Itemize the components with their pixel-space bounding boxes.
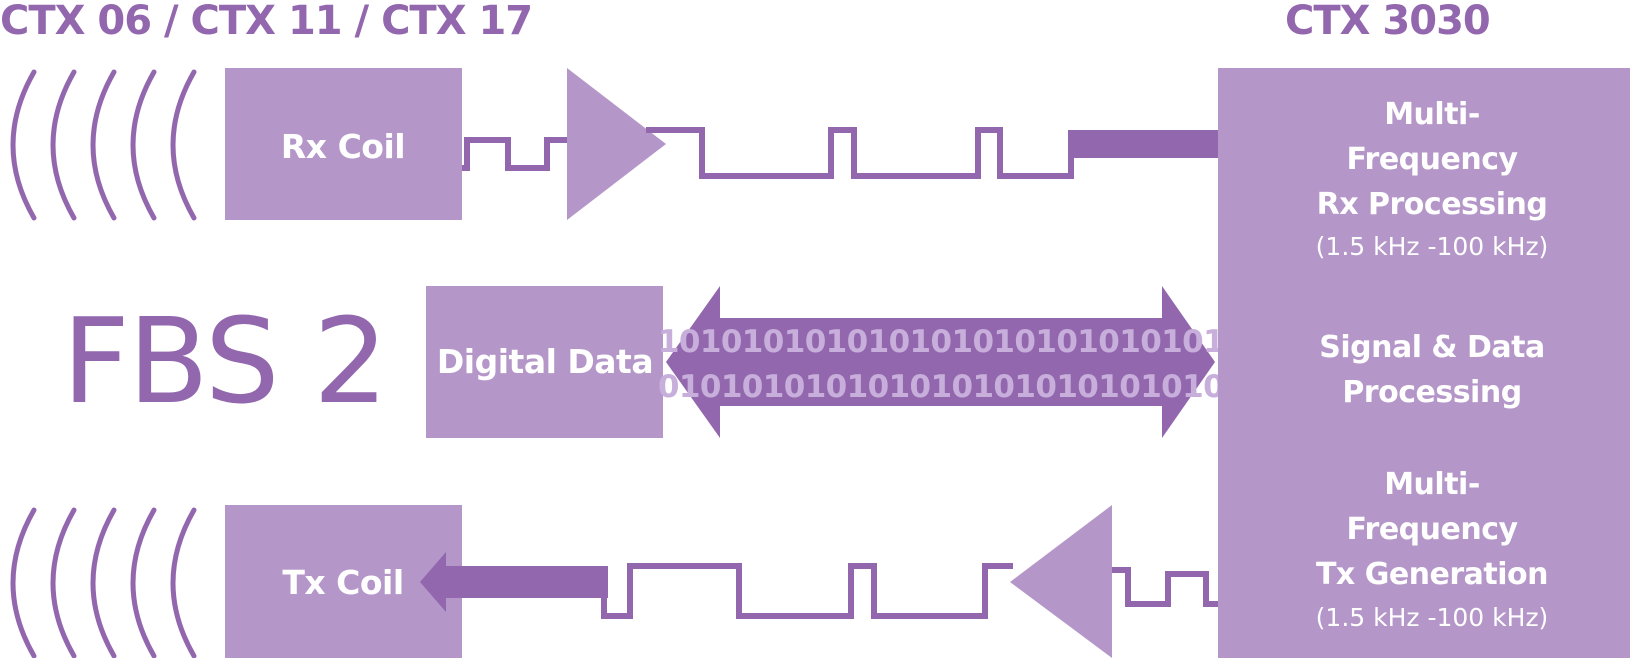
rx-input-waveform xyxy=(462,137,567,171)
rx-processing-line-2: Frequency xyxy=(1346,142,1518,177)
tx-generation-line-2: Frequency xyxy=(1346,512,1518,547)
rx-amplified-waveform xyxy=(646,127,1074,179)
brand-logo: FBS 2 xyxy=(62,292,386,430)
tx-amplified-waveform xyxy=(601,563,1013,619)
rx-processing-line-1: Multi- xyxy=(1384,97,1480,132)
bits-row-1: 101010101010101010101010101 xyxy=(658,324,1224,360)
tx-wave-icon xyxy=(10,507,197,658)
rx-arrow-icon xyxy=(1071,114,1258,174)
tx-generation-line-3: Tx Generation xyxy=(1316,557,1548,592)
bits-row-2: 010101010101010101010101010 xyxy=(658,369,1224,405)
signal-processing-line-2: Processing xyxy=(1342,375,1521,410)
signal-processing-line-1: Signal & Data xyxy=(1319,330,1545,365)
tx-generation-line-1: Multi- xyxy=(1384,467,1480,502)
tx-arrow-icon xyxy=(420,552,608,612)
digital-data-label: Digital Data xyxy=(437,342,653,381)
tx-input-waveform xyxy=(1112,567,1218,607)
rx-wave-icon xyxy=(10,69,197,221)
processor-block xyxy=(1218,68,1630,658)
tx-coil-label: Tx Coil xyxy=(282,563,403,602)
tx-frequency-range: (1.5 kHz -100 kHz) xyxy=(1316,603,1549,632)
rx-processing-line-3: Rx Processing xyxy=(1317,187,1548,222)
left-title: CTX 06 / CTX 11 / CTX 17 xyxy=(0,0,532,44)
digital-data-block xyxy=(426,286,663,438)
data-exchange-arrow-icon xyxy=(666,286,1215,438)
rx-amplifier-icon xyxy=(567,68,666,220)
rx-coil-label: Rx Coil xyxy=(281,127,405,166)
tx-amplifier-icon xyxy=(1010,505,1112,658)
rx-frequency-range: (1.5 kHz -100 kHz) xyxy=(1316,232,1549,261)
right-title: CTX 3030 xyxy=(1285,0,1490,44)
rx-coil-block xyxy=(225,68,462,220)
